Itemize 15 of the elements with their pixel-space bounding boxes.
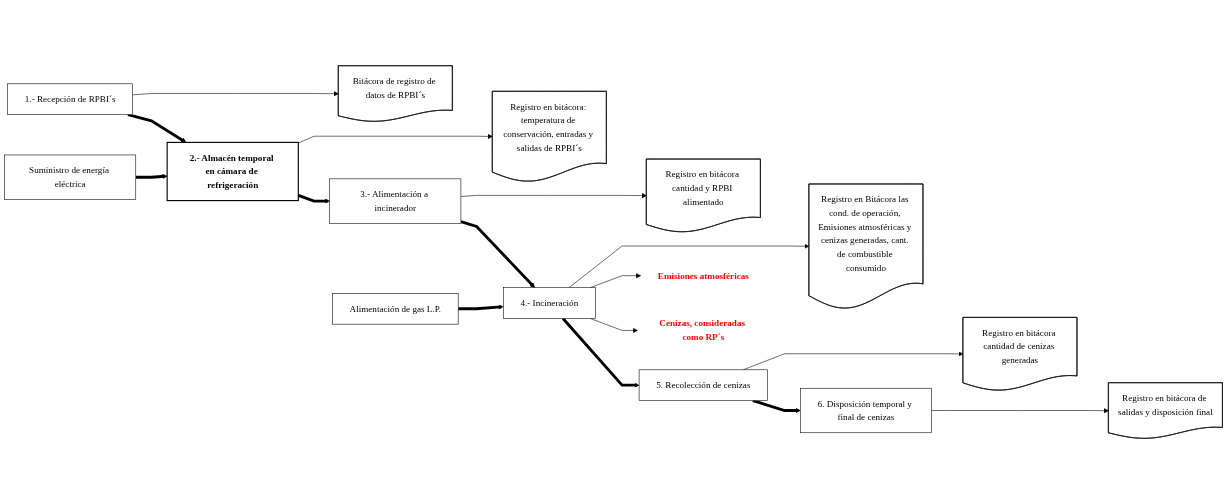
node-text: Emisiones atmosféricas: [657, 270, 749, 281]
node-box: 2.- Almacén temporal en cámara de refrigeración: [166, 141, 299, 202]
node-box: 6. Disposición temporal y final de cenizas: [800, 387, 932, 434]
node-box: 4.- Incineración: [503, 287, 596, 319]
arrow: [127, 113, 187, 143]
node-box: 1.- Recepción de RPBI´s: [7, 83, 133, 115]
node-box: Alimentación de gas L.P.: [332, 293, 459, 325]
node-text: Cenizas, consideradas como RP´s: [659, 318, 746, 342]
arrow: [460, 220, 535, 288]
arrow: [135, 173, 168, 179]
arrow: [458, 304, 504, 311]
node-box: Suministro de energía eléctrica: [4, 154, 137, 200]
node-box: 5. Recolección de cenizas: [638, 369, 768, 401]
arrow: [752, 399, 801, 413]
node-box: 3.- Alimentación a incinerador: [329, 178, 462, 224]
